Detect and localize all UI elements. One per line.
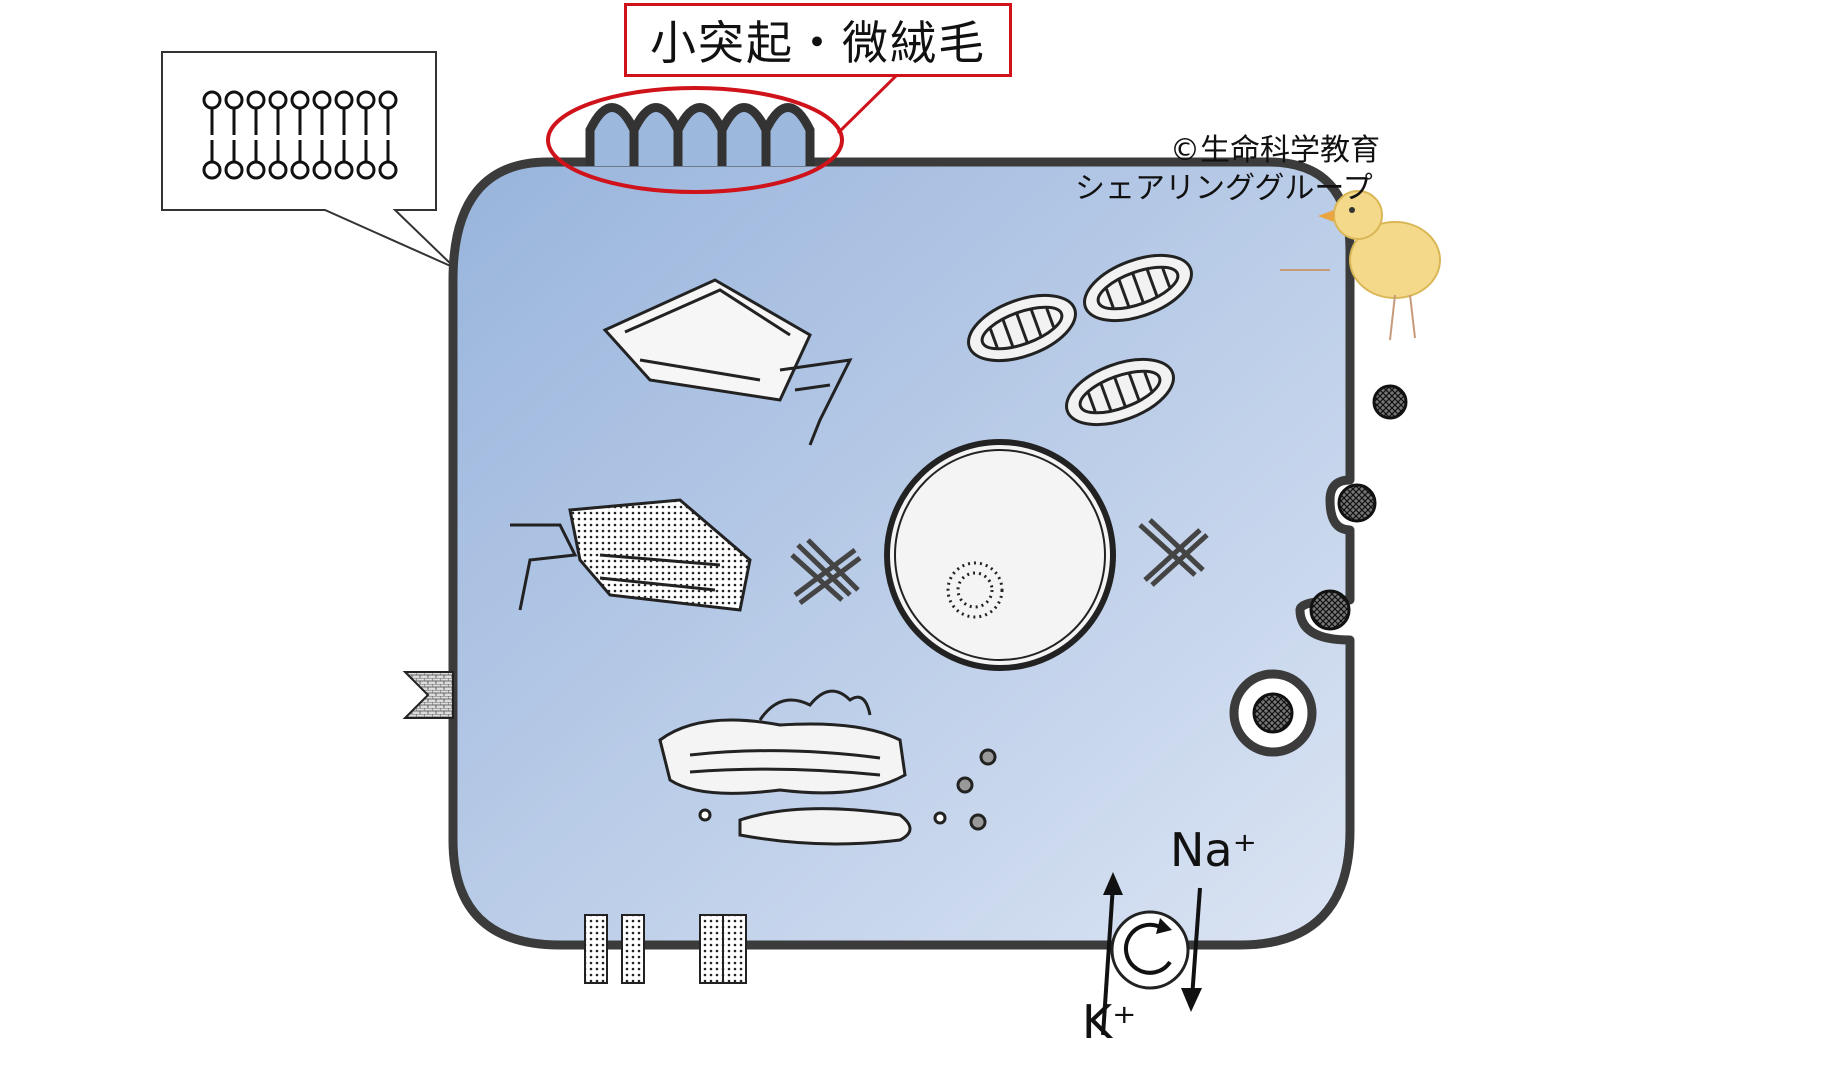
ion-label-k: K⁺ [1082, 995, 1137, 1049]
microvilli [585, 103, 815, 166]
chick-icon [1280, 190, 1441, 341]
phospholipid-head [356, 90, 376, 110]
rotating-arrow-icon [1124, 922, 1172, 975]
rough-er [510, 498, 752, 612]
phospholipid-head [356, 160, 376, 180]
smooth-er [602, 278, 853, 446]
phospholipid-head [290, 90, 310, 110]
phospholipid-head [378, 90, 398, 110]
secretory-vesicle [1229, 384, 1408, 757]
phospholipid-head [312, 90, 332, 110]
na-arrow [1190, 887, 1202, 999]
centriole [790, 518, 1209, 605]
phospholipid-head [334, 90, 354, 110]
ion-label-na: Na⁺ [1170, 823, 1257, 877]
phospholipid-head [202, 160, 222, 180]
phospholipid-bilayer-icon [202, 90, 398, 180]
mitochondrion [967, 253, 1193, 427]
phospholipid-head [246, 160, 266, 180]
callout-pointer [836, 70, 902, 135]
callout-label: 小突起・微絨毛 [624, 3, 1012, 77]
sodium-potassium-pump [1101, 872, 1202, 1036]
receptor-protein [402, 671, 454, 719]
phospholipid-head [202, 90, 222, 110]
membrane-callout [161, 51, 456, 269]
k-arrow [1101, 884, 1115, 1036]
phospholipid-head [224, 160, 244, 180]
phospholipid-head [224, 90, 244, 110]
nucleus [884, 439, 1116, 671]
phospholipid-head [290, 160, 310, 180]
copyright-line2: シェアリンググループ [1075, 171, 1373, 206]
phospholipid-head [312, 160, 332, 180]
nucleolus [946, 561, 1004, 619]
phospholipid-head [268, 90, 288, 110]
copyright-line1: ©生命科学教育 [1170, 133, 1380, 168]
microvilli-highlight [546, 86, 844, 194]
phospholipid-head [378, 160, 398, 180]
golgi-apparatus [658, 689, 997, 846]
phospholipid-head [268, 160, 288, 180]
phospholipid-head [334, 160, 354, 180]
phospholipid-head [246, 90, 266, 110]
